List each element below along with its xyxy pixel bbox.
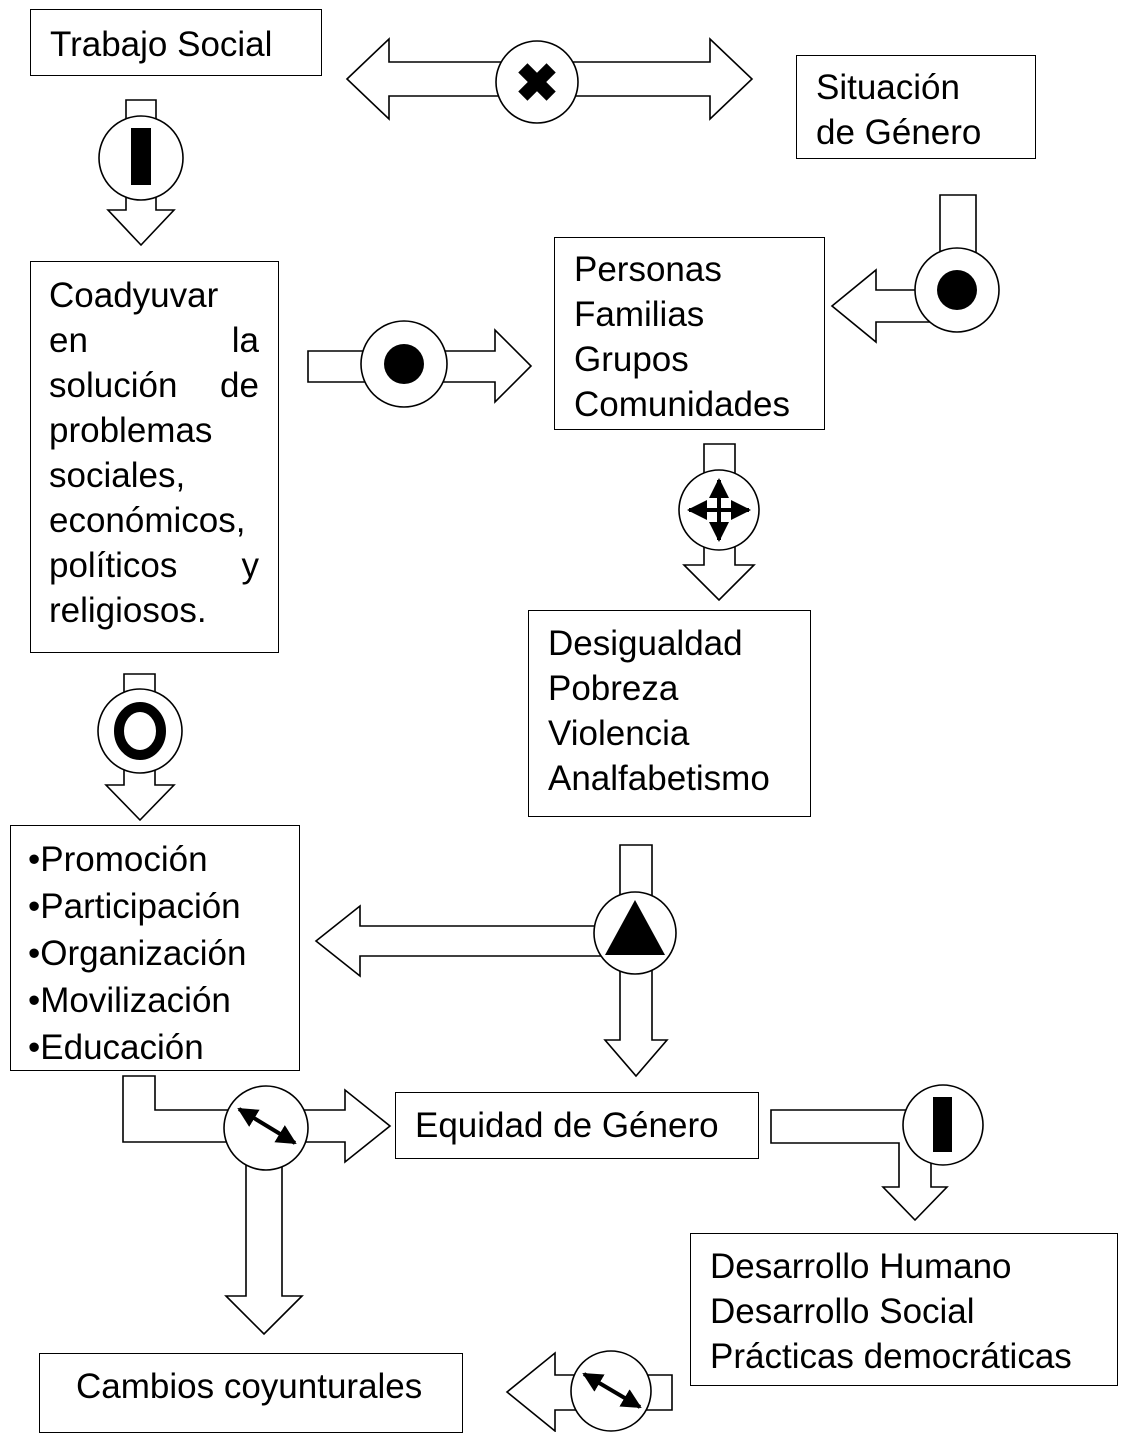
connector-coadyuvar-personas bbox=[307, 320, 533, 408]
node-line: económicos, bbox=[49, 501, 246, 540]
connector-trabajo-situacion bbox=[345, 37, 754, 124]
connector-desigualdad-split bbox=[314, 844, 677, 1078]
connector-desarrollo-cambios bbox=[505, 1350, 673, 1432]
dot-icon bbox=[384, 344, 424, 384]
connector-equidad-desarrollo bbox=[770, 1084, 984, 1222]
vertical-bar-icon bbox=[131, 128, 151, 185]
node-personas: Personas Familias Grupos Comunidades bbox=[554, 237, 825, 430]
four-way-arrow-icon bbox=[687, 478, 751, 542]
bullet-item: Educación bbox=[28, 1024, 299, 1071]
bullet-item: Participación bbox=[28, 883, 299, 930]
node-acciones: Promoción Participación Organización Mov… bbox=[10, 825, 300, 1071]
node-equidad: Equidad de Género bbox=[395, 1092, 759, 1159]
node-line: Grupos bbox=[574, 340, 689, 379]
bullet-item: Organización bbox=[28, 930, 299, 977]
node-label: Cambios coyunturales bbox=[76, 1367, 423, 1406]
bullet-item: Promoción bbox=[28, 836, 299, 883]
x-mark-icon bbox=[518, 63, 556, 101]
node-line: de Género bbox=[816, 113, 982, 152]
node-line: Comunidades bbox=[574, 385, 790, 424]
node-label: Trabajo Social bbox=[50, 25, 273, 64]
bullet-item: Movilización bbox=[28, 977, 299, 1024]
node-line: sociales, bbox=[49, 456, 186, 495]
connector-situacion-personas bbox=[830, 194, 1000, 344]
node-line: Familias bbox=[574, 295, 705, 334]
vertical-bar-icon bbox=[933, 1097, 952, 1152]
node-desarrollo: Desarrollo Humano Desarrollo Social Prác… bbox=[690, 1233, 1118, 1386]
triangle-icon bbox=[605, 900, 665, 955]
node-desigualdad: Desigualdad Pobreza Violencia Analfabeti… bbox=[528, 610, 811, 817]
connector-coadyuvar-acciones bbox=[97, 673, 183, 822]
node-line: solución de bbox=[49, 366, 259, 405]
node-line: Pobreza bbox=[548, 669, 679, 708]
node-line: Prácticas democráticas bbox=[710, 1337, 1072, 1376]
node-line: Violencia bbox=[548, 714, 690, 753]
node-line: políticos y bbox=[49, 546, 259, 585]
diagonal-double-arrow-icon bbox=[237, 1107, 297, 1145]
node-line: Desigualdad bbox=[548, 624, 743, 663]
node-situacion-genero: Situación de Género bbox=[796, 55, 1036, 159]
connector-personas-desigualdad bbox=[678, 443, 760, 602]
node-label: Equidad de Género bbox=[415, 1106, 719, 1145]
connector-trabajo-coadyuvar bbox=[98, 99, 184, 247]
node-coadyuvar: Coadyuvar en la solución de problemas so… bbox=[30, 261, 279, 653]
node-line: problemas bbox=[49, 411, 213, 450]
node-line: en la bbox=[49, 321, 259, 360]
node-trabajo-social: Trabajo Social bbox=[30, 9, 322, 76]
node-line: Desarrollo Social bbox=[710, 1292, 975, 1331]
node-line: religiosos. bbox=[49, 591, 207, 630]
node-cambios: Cambios coyunturales bbox=[39, 1353, 463, 1433]
dot-icon bbox=[937, 270, 977, 310]
node-line: Desarrollo Humano bbox=[710, 1247, 1012, 1286]
diagonal-double-arrow-icon bbox=[582, 1372, 642, 1409]
node-line: Situación bbox=[816, 68, 960, 107]
connector-acciones-split bbox=[122, 1075, 392, 1336]
node-line: Personas bbox=[574, 250, 722, 289]
ring-icon bbox=[114, 702, 166, 760]
node-line: Coadyuvar bbox=[49, 276, 219, 315]
node-line: Analfabetismo bbox=[548, 759, 770, 798]
